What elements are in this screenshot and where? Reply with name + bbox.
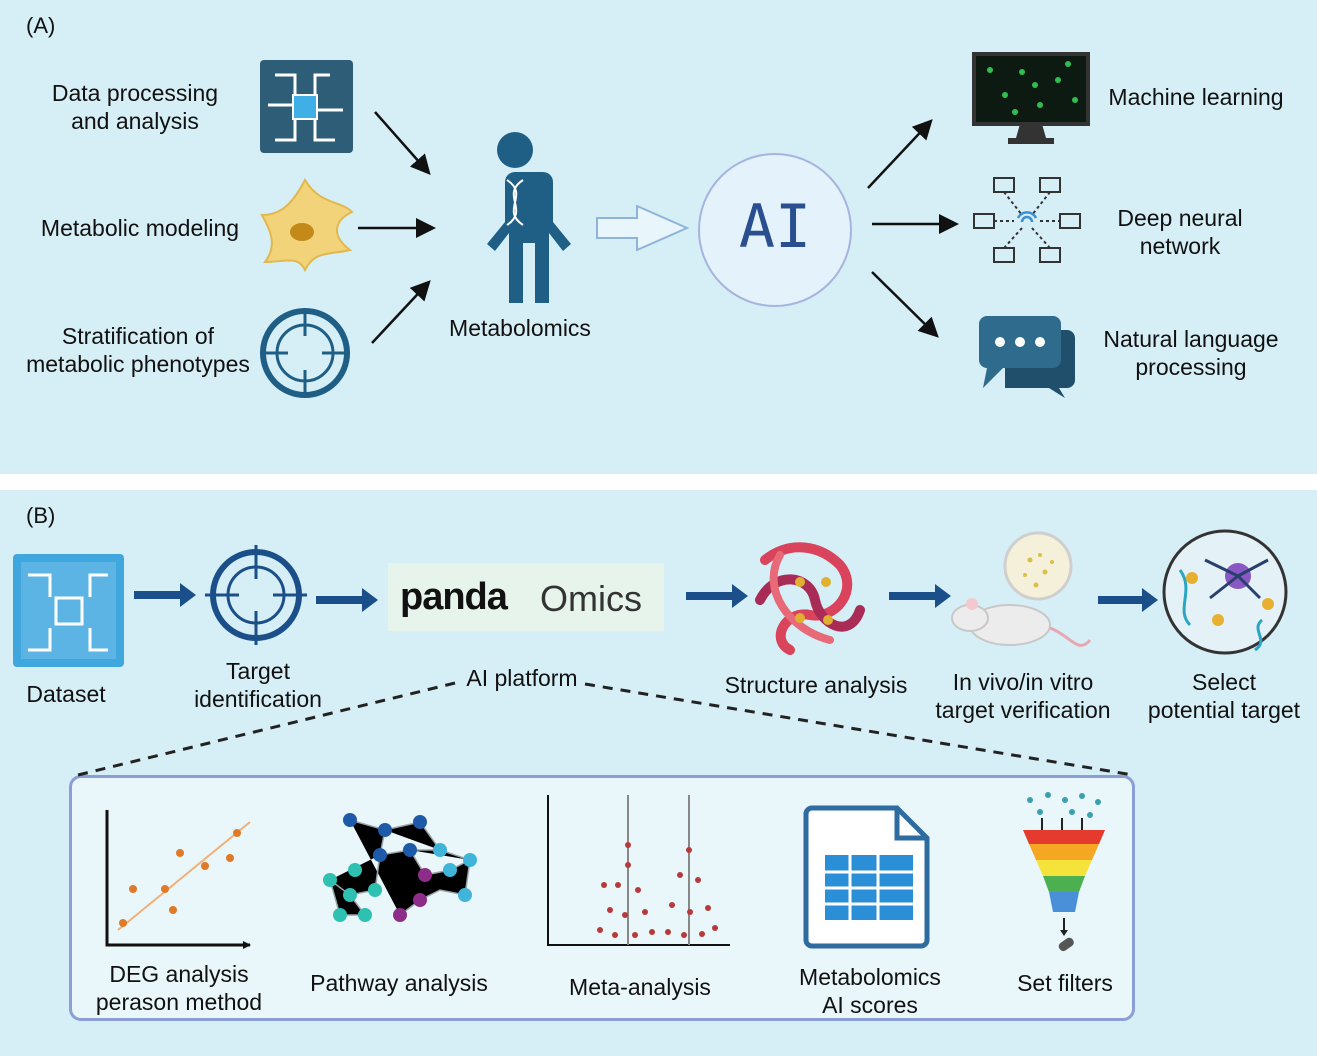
- pandaomics-logo-box: [388, 563, 664, 631]
- target-crosshair-icon: [260, 308, 350, 398]
- pandaomics-logo-omics: Omics: [540, 578, 642, 619]
- module-label-set-filters: Set filters: [1017, 970, 1113, 996]
- neuron-cell-icon: [260, 177, 354, 273]
- dataset-chip-icon: [13, 554, 124, 667]
- monitor-icon: [972, 52, 1090, 144]
- input-label-metabolic-modeling: Metabolic modeling: [40, 215, 240, 241]
- network-icon: [973, 177, 1081, 263]
- panel-b-tag: (B): [26, 503, 56, 528]
- step-label-structure-analysis: Structure analysis: [724, 672, 908, 698]
- target-identification-icon: [205, 545, 307, 645]
- ai-label: AI: [738, 192, 812, 262]
- chat-bubbles-icon: [979, 316, 1075, 398]
- ai-circle: [698, 153, 852, 307]
- funnel-icon: [1023, 792, 1105, 952]
- network-graph-icon: [323, 813, 477, 922]
- molecule-target-icon: [1162, 529, 1288, 655]
- pandaomics-logo-panda: panda: [400, 576, 508, 618]
- human-dna-icon: [487, 132, 571, 303]
- ai-platform-modules-box: [69, 775, 1135, 1021]
- step-label-ai-platform: AI platform: [466, 665, 578, 691]
- mouse-petri-icon: [951, 531, 1092, 647]
- module-label-pathway-analysis: Pathway analysis: [310, 970, 488, 996]
- output-label-machine-learning: Machine learning: [1108, 84, 1284, 110]
- circuit-chip-icon: [260, 60, 353, 153]
- spreadsheet-file-icon: [803, 805, 930, 949]
- metabolomics-label: Metabolomics: [449, 315, 591, 341]
- dot-plot-icon: [547, 795, 730, 946]
- scatter-plot-icon: [105, 810, 251, 949]
- step-label-dataset: Dataset: [26, 681, 106, 707]
- panel-a-tag: (A): [26, 13, 56, 38]
- protein-structure-icon: [755, 542, 865, 655]
- module-label-meta-analysis: Meta-analysis: [569, 974, 711, 1000]
- flow-arrows: [134, 583, 1158, 612]
